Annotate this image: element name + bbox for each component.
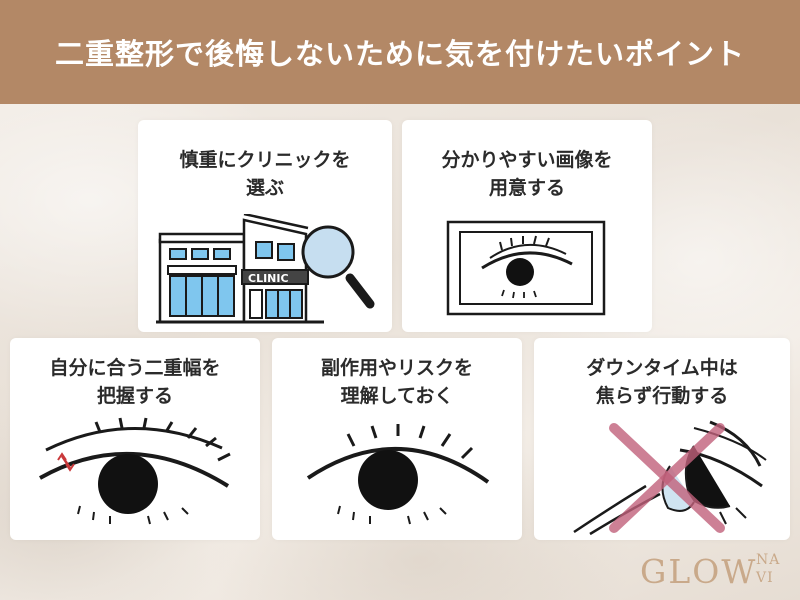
- card-title-line: 分かりやすい画像を: [441, 149, 613, 171]
- card-title-line: 焦らず行動する: [595, 385, 729, 407]
- card-title: 自分に合う二重幅を 把握する: [10, 354, 260, 410]
- logo-sub-text: VI: [756, 570, 774, 586]
- clinic-sign: CLINIC: [248, 272, 289, 285]
- eye-with-width-arrow-icon: [39, 417, 231, 525]
- card-downtime: ダウンタイム中は 焦らず行動する: [534, 338, 790, 540]
- page-title: 二重整形で後悔しないために気を付けたいポイント: [54, 37, 745, 71]
- card-title-line: 把握する: [96, 385, 173, 407]
- card-choose-clinic: 慎重にクリニックを 選ぶ CLINIC: [138, 120, 392, 332]
- card-title: ダウンタイム中は 焦らず行動する: [534, 354, 790, 410]
- title-banner: 二重整形で後悔しないために気を付けたいポイント: [0, 0, 800, 104]
- framed-eye-picture-icon: [446, 220, 606, 316]
- card-title-line: 自分に合う二重幅を: [49, 357, 221, 379]
- eye-icon: [306, 424, 490, 525]
- card-know-eyelid-width: 自分に合う二重幅を 把握する: [10, 338, 260, 540]
- brand-logo: GLOW NA VI: [640, 550, 792, 594]
- card-title-line: 用意する: [488, 177, 565, 199]
- clinic-building-icon: CLINIC: [156, 214, 375, 324]
- card-title-line: 慎重にクリニックを: [179, 149, 351, 171]
- logo-main-text: GLOW: [640, 552, 758, 591]
- card-title: 慎重にクリニックを 選ぶ: [138, 146, 392, 202]
- card-title: 分かりやすい画像を 用意する: [402, 146, 652, 202]
- card-prepare-image: 分かりやすい画像を 用意する: [402, 120, 652, 332]
- card-title-line: 副作用やリスクを: [320, 357, 473, 379]
- no-contact-lens-icon: [573, 420, 767, 536]
- card-title: 副作用やリスクを 理解しておく: [272, 354, 522, 410]
- card-title-line: ダウンタイム中は: [586, 357, 738, 379]
- card-understand-risks: 副作用やリスクを 理解しておく: [272, 338, 522, 540]
- card-title-line: 理解しておく: [340, 385, 454, 407]
- card-title-line: 選ぶ: [245, 177, 284, 199]
- logo-sup-text: NA: [756, 552, 781, 568]
